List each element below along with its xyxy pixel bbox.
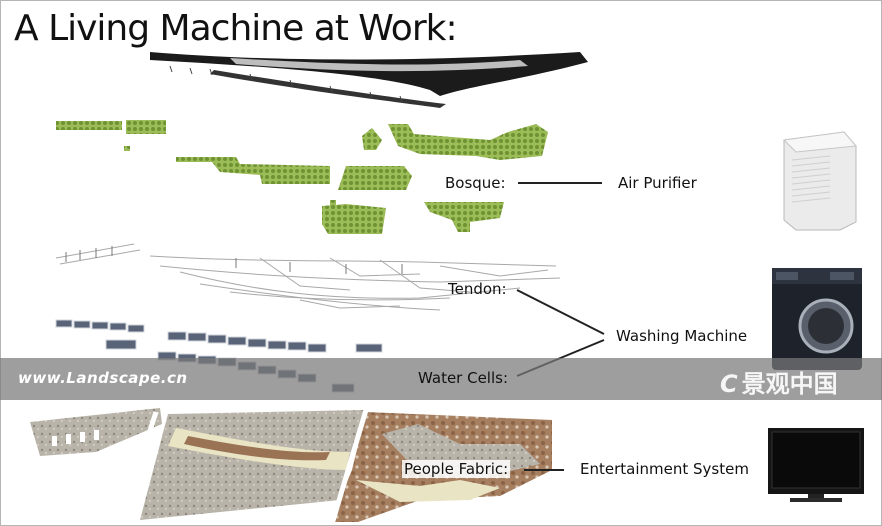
television-image (768, 428, 864, 502)
tendon-label: Tendon: (448, 280, 507, 298)
people-fabric-label: People Fabric: (402, 460, 511, 478)
air-purifier-image (782, 131, 858, 231)
tendon-linework (55, 243, 561, 311)
water-cells-label: Water Cells: (418, 369, 509, 387)
watermark-logo-text: 景观中国 (741, 370, 838, 398)
entertainment-system-label: Entertainment System (580, 460, 749, 478)
canopy-ribbon (150, 52, 588, 108)
washing-machine-label: Washing Machine (616, 327, 748, 345)
watermark-band (0, 358, 882, 400)
bosque-label: Bosque: (445, 174, 506, 192)
watermark-logo-mark: C (720, 370, 738, 398)
watermark-url: www.Landscape.cn (18, 369, 188, 387)
diagram-title: A Living Machine at Work: (14, 8, 458, 49)
washing-machine-image (772, 268, 862, 370)
bosque-foliage (56, 120, 548, 234)
air-purifier-label: Air Purifier (618, 174, 697, 192)
people-fabric-paving (30, 408, 552, 525)
